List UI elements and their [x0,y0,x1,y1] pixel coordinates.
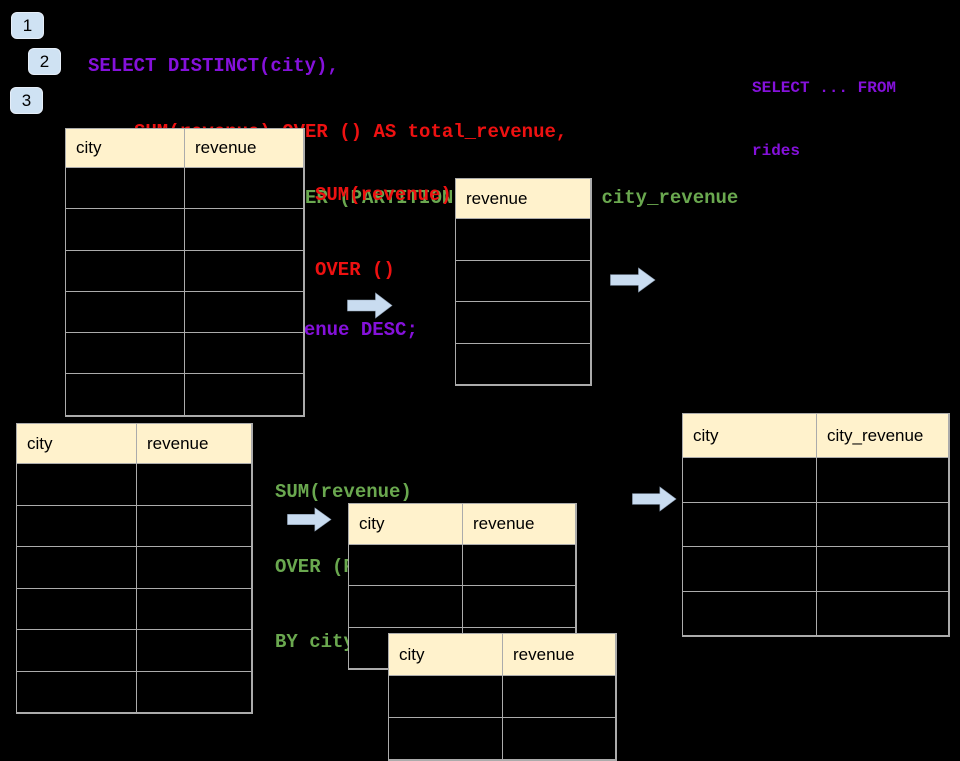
column-header: city_revenue [817,414,949,458]
total-revenue-annotation: SUM(revenue) OVER () [315,133,452,308]
empty-cell [456,343,591,385]
empty-cell [389,676,503,718]
empty-cell [185,333,304,375]
empty-cell [17,547,137,589]
empty-cell [185,250,304,292]
annotation-line: SUM(revenue) [275,481,412,503]
empty-cell [463,545,576,587]
empty-cell [349,586,463,628]
column-header: city [66,129,185,168]
column-header: revenue [463,504,576,545]
empty-cell [683,502,817,547]
column-header: revenue [456,179,591,219]
column-header: city [17,424,137,464]
empty-cell [389,718,503,760]
column-header: city [683,414,817,458]
empty-cell [137,464,252,506]
empty-cell [456,260,591,302]
step-badge-1: 1 [11,12,44,39]
table-total-revenue: revenue [455,178,592,386]
empty-cell [17,505,137,547]
empty-cell [817,502,949,547]
empty-cell [66,374,185,416]
side-code-line-1: SELECT ... FROM [752,79,897,97]
empty-cell [17,588,137,630]
sql-line-select: SELECT DISTINCT(city), [88,55,339,77]
empty-cell [683,547,817,592]
arrow-right-icon [610,267,656,293]
side-note-code: SELECT ... FROM rides [752,36,896,183]
empty-cell [683,591,817,636]
annotation-line: OVER () [315,259,395,281]
column-header: revenue [185,129,304,168]
empty-cell [137,588,252,630]
step-badge-2: 2 [28,48,61,75]
empty-cell [17,671,137,713]
arrow-right-icon [347,292,393,319]
empty-cell [185,209,304,251]
empty-cell [185,374,304,416]
empty-cell [17,630,137,672]
empty-cell [817,547,949,592]
empty-cell [66,250,185,292]
empty-cell [185,168,304,210]
empty-cell [17,464,137,506]
empty-cell [137,547,252,589]
arrow-right-icon [632,486,677,512]
column-header: revenue [503,634,616,676]
empty-cell [456,302,591,344]
arrow-right-icon [287,507,332,532]
column-header: city [389,634,503,676]
annotation-line: SUM(revenue) [315,184,452,206]
side-code-line-2: rides [752,142,801,160]
empty-cell [66,209,185,251]
empty-cell [463,586,576,628]
column-header: revenue [137,424,252,464]
empty-cell [66,333,185,375]
empty-cell [817,458,949,503]
empty-cell [503,718,616,760]
empty-cell [137,630,252,672]
empty-cell [503,676,616,718]
empty-cell [349,545,463,587]
empty-cell [66,168,185,210]
empty-cell [817,591,949,636]
step-badge-3: 3 [10,87,43,114]
empty-cell [456,219,591,261]
column-header: city [349,504,463,545]
empty-cell [137,671,252,713]
empty-cell [185,291,304,334]
empty-cell [66,291,185,334]
empty-cell [683,458,817,503]
slide-canvas: { "colors": { "background": "#000000", "… [10,12,950,761]
empty-cell [137,505,252,547]
